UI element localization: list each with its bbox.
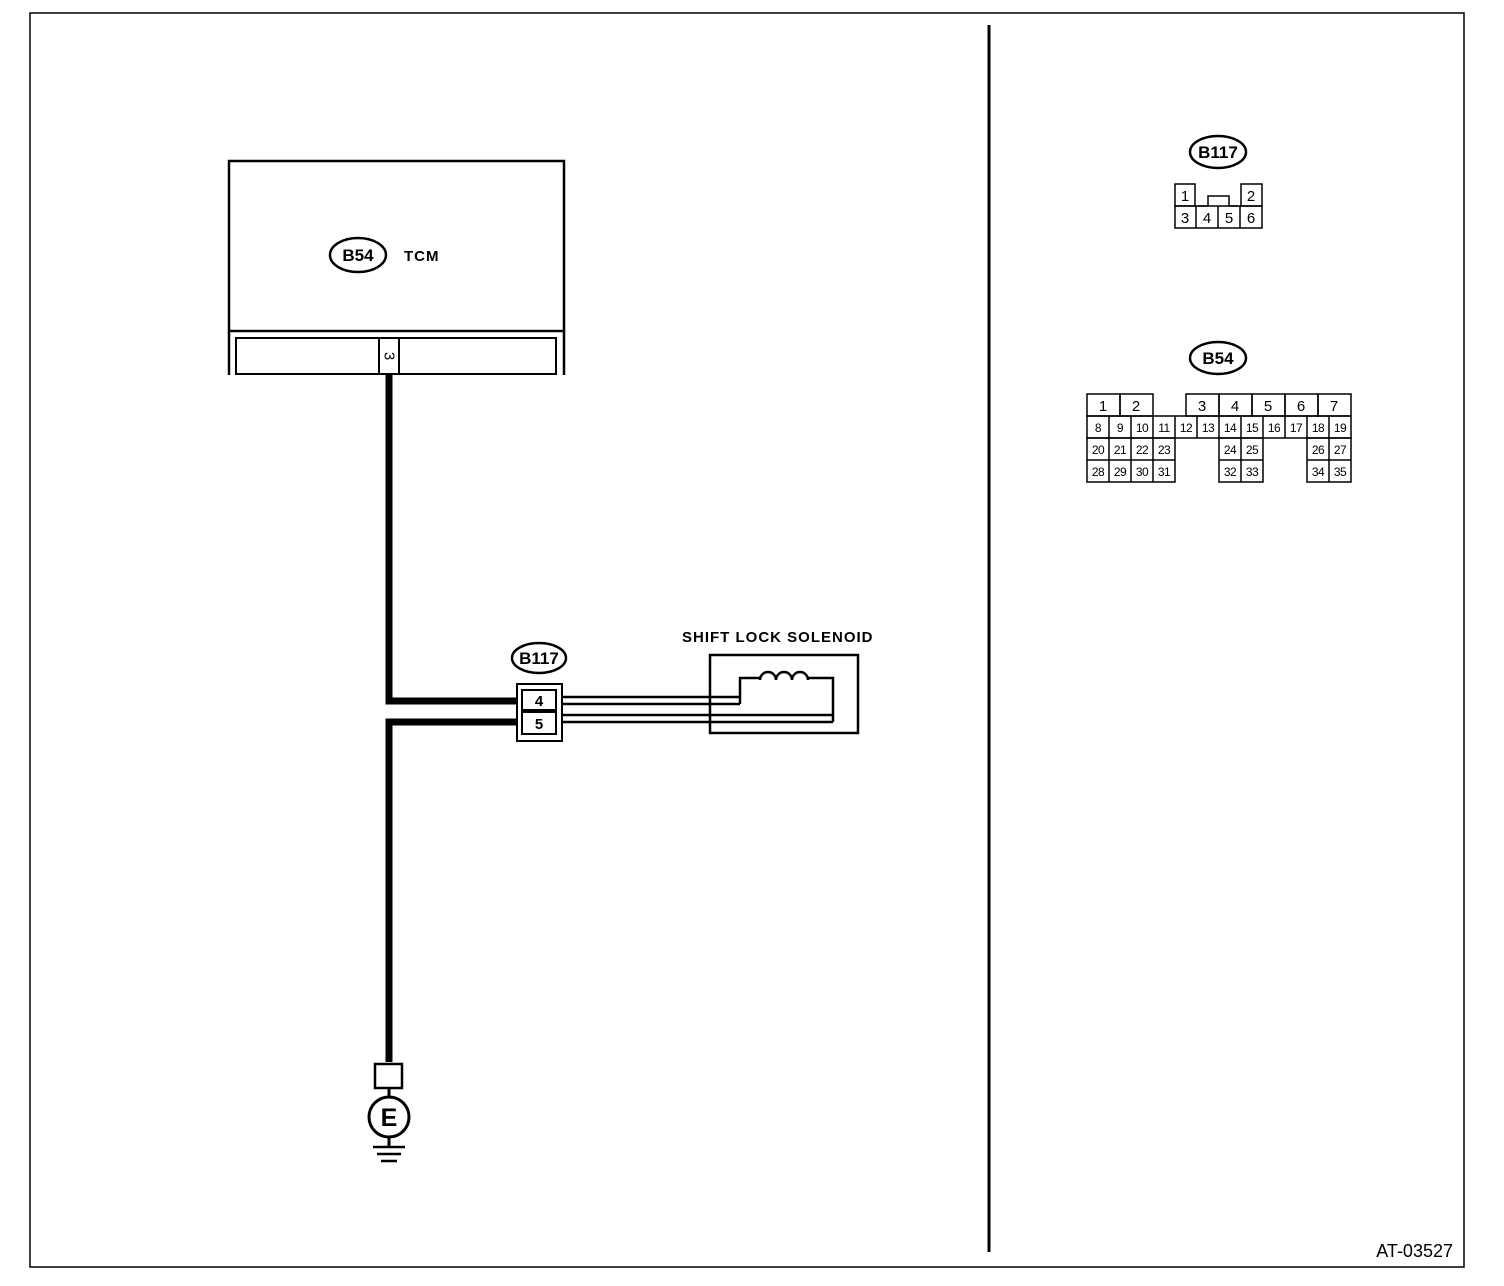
b54-face-pin: 31: [1158, 465, 1171, 479]
b54-face-pin: 1: [1099, 398, 1107, 415]
b54-face-pin: 28: [1092, 465, 1105, 479]
b54-face-pin: 7: [1330, 398, 1338, 415]
b54-face-pin: 9: [1117, 421, 1124, 435]
b54-connector-face: B54 1 2 3 4 5 6 7 8 9 10 11 12 13 14: [1086, 340, 1352, 483]
b117-pin5-label: 5: [535, 716, 543, 733]
b117-face-pin: 1: [1181, 188, 1189, 205]
b54-face-pin: 6: [1297, 398, 1305, 415]
b54-face-pin: 10: [1136, 421, 1149, 435]
page-frame: [29, 12, 1465, 1268]
b54-face-pin: 24: [1224, 443, 1237, 457]
coil-icon: [758, 670, 810, 681]
b117-connector-face: B117 1 2 3 4 5 6: [1174, 134, 1263, 229]
tcm-pin-label: 3: [381, 352, 398, 360]
b54-face-pin: 19: [1334, 421, 1347, 435]
tcm-connector-oval: [328, 236, 388, 274]
b117-face-oval: [1188, 134, 1248, 170]
b117-face-pin: 4: [1203, 210, 1211, 227]
ground-point: E: [367, 1062, 411, 1163]
b54-face-pin: 32: [1224, 465, 1237, 479]
b54-face-pin: 23: [1158, 443, 1171, 457]
b54-face-pin: 5: [1264, 398, 1272, 415]
b54-face-pin: 20: [1092, 443, 1105, 457]
b54-face-pin: 18: [1312, 421, 1325, 435]
solenoid-label: SHIFT LOCK SOLENOID: [682, 629, 874, 646]
b117-face-pin: 3: [1181, 210, 1189, 227]
b54-face-pin: 4: [1231, 398, 1239, 415]
b54-face-pin: 27: [1334, 443, 1347, 457]
b54-face-pin: 11: [1158, 421, 1170, 435]
b54-face-pin: 34: [1312, 465, 1325, 479]
b54-face-pin: 8: [1095, 421, 1102, 435]
b54-face-oval: [1188, 340, 1248, 376]
b54-face-pin: 35: [1334, 465, 1347, 479]
b54-face-pin: 26: [1312, 443, 1325, 457]
b54-face-pin: 17: [1290, 421, 1303, 435]
b54-face-code: B54: [1202, 349, 1234, 368]
b117-pin4-cell: [521, 689, 557, 711]
b117-latch-icon: [1198, 195, 1238, 207]
b117-face-pin: 2: [1247, 188, 1255, 205]
wire-tcm-to-b117-pin4: [385, 375, 518, 705]
b54-face-pin: 14: [1224, 421, 1237, 435]
b54-face-pin: 3: [1198, 398, 1206, 415]
b117-pin4-label: 4: [535, 693, 544, 710]
figure-id: AT-03527: [1376, 1241, 1453, 1261]
b117-face-pin: 5: [1225, 210, 1233, 227]
b54-face-pin: 2: [1132, 398, 1140, 415]
b54-face-pin: 12: [1180, 421, 1193, 435]
b54-face-pin: 15: [1246, 421, 1259, 435]
ground-label: E: [381, 1104, 398, 1132]
shift-lock-solenoid: SHIFT LOCK SOLENOID: [682, 629, 874, 735]
b117-pin5-cell: [521, 711, 557, 735]
b54-face-pin: 13: [1202, 421, 1215, 435]
tcm-label: TCM: [404, 248, 440, 265]
b54-face-pin: 33: [1246, 465, 1259, 479]
b54-face-pin: 29: [1114, 465, 1127, 479]
b54-face-pin: 16: [1268, 421, 1281, 435]
tcm-module: 3 B54 TCM: [227, 159, 566, 375]
b117-face-pin: 6: [1247, 210, 1255, 227]
b54-face-pin: 21: [1114, 443, 1127, 457]
tcm-pin-cell: [378, 337, 400, 375]
b54-face-pin: 30: [1136, 465, 1149, 479]
b54-face-pin: 22: [1136, 443, 1149, 457]
b54-face-pin: 25: [1246, 443, 1259, 457]
tcm-connector-code: B54: [342, 246, 374, 265]
b117-face-code: B117: [1198, 143, 1238, 162]
wire-b117-pin5-to-ground: [385, 718, 518, 1062]
b117-connector-oval: [510, 641, 568, 675]
b117-inline-connector: B117 4 5: [510, 641, 568, 742]
b117-connector-code: B117: [519, 649, 559, 668]
